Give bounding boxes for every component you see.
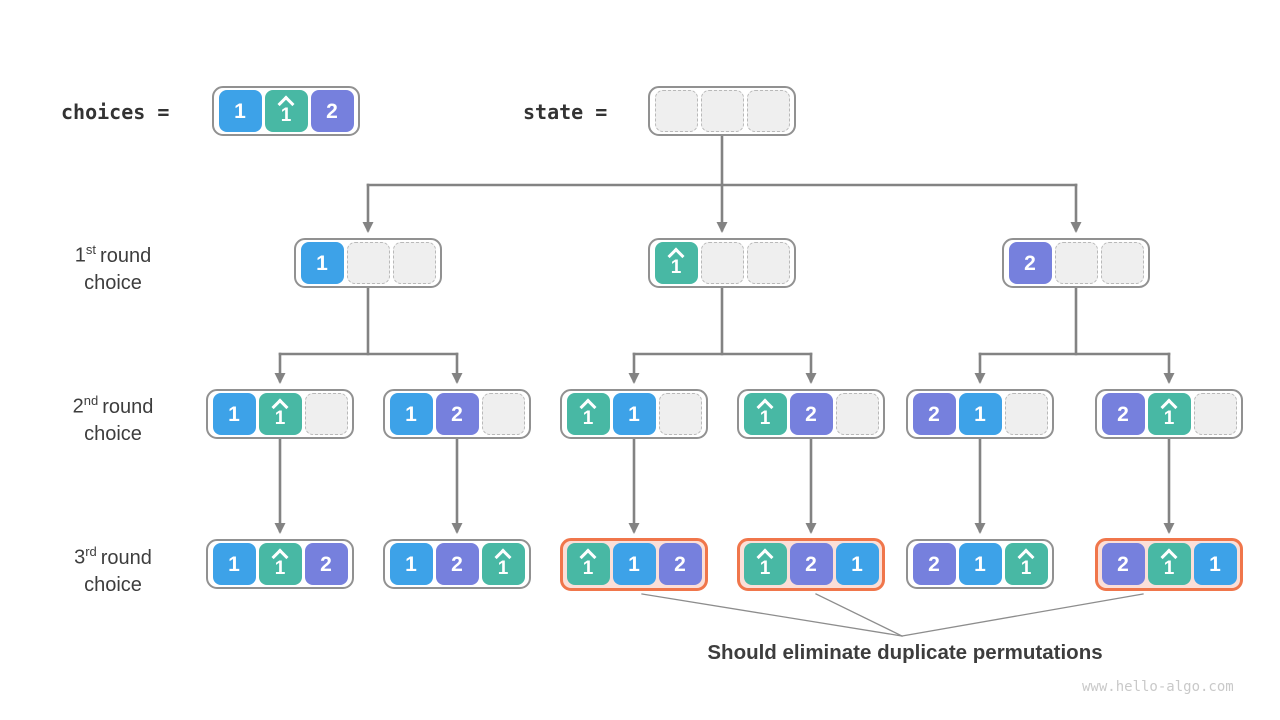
cell-1: 1: [1193, 543, 1237, 585]
cell-2: 2: [304, 543, 348, 585]
empty-slot: [746, 90, 790, 132]
empty-slot: [392, 242, 436, 284]
cell-2: 2: [789, 393, 833, 435]
cell-2: 2: [1101, 393, 1145, 435]
empty-slot: [304, 393, 348, 435]
cell-1-hat: 1: [743, 543, 787, 585]
choices-label: choices =: [61, 100, 170, 124]
empty-slot: [1100, 242, 1144, 284]
cell-1: 1: [212, 393, 256, 435]
cell-1-hat: 1: [481, 543, 525, 585]
cell-1: 1: [835, 543, 879, 585]
cell-1-hat: 1: [566, 543, 610, 585]
cell-1-hat: 1: [258, 393, 302, 435]
empty-slot: [346, 242, 390, 284]
cell-1-hat: 1: [1004, 543, 1048, 585]
cell-1-hat: 1: [743, 393, 787, 435]
state-node-round1-3: 2: [1002, 238, 1150, 288]
cell-1: 1: [958, 393, 1002, 435]
state-array-root: [648, 86, 796, 136]
cell-1: 1: [612, 543, 656, 585]
state-node-round1-2: 1: [648, 238, 796, 288]
cell-1-hat: 1: [566, 393, 610, 435]
duplicate-permutations-annotation: Should eliminate duplicate permutations: [707, 641, 1103, 664]
cell-2: 2: [435, 393, 479, 435]
cell-2: 2: [789, 543, 833, 585]
cell-1: 1: [612, 393, 656, 435]
empty-slot: [700, 242, 744, 284]
state-node-round1-1: 1: [294, 238, 442, 288]
state-label: state =: [523, 100, 608, 124]
cell-1: 1: [389, 543, 433, 585]
empty-slot: [835, 393, 879, 435]
empty-slot: [1193, 393, 1237, 435]
empty-slot: [746, 242, 790, 284]
cell-1: 1: [212, 543, 256, 585]
empty-slot: [1054, 242, 1098, 284]
cell-2: 2: [912, 393, 956, 435]
cell-1: 1: [389, 393, 433, 435]
cell-2: 2: [658, 543, 702, 585]
cell-2: 2: [912, 543, 956, 585]
cell-1: 1: [958, 543, 1002, 585]
empty-slot: [658, 393, 702, 435]
cell-1-hat: 1: [1147, 393, 1191, 435]
empty-slot: [481, 393, 525, 435]
empty-slot: [1004, 393, 1048, 435]
cell-2: 2: [1008, 242, 1052, 284]
watermark: www.hello-algo.com: [1082, 679, 1234, 695]
cell-1: 1: [218, 90, 262, 132]
cell-1-hat: 1: [258, 543, 302, 585]
empty-slot: [700, 90, 744, 132]
cell-1-hat: 1: [1147, 543, 1191, 585]
cell-2: 2: [1101, 543, 1145, 585]
cell-2: 2: [435, 543, 479, 585]
cell-1: 1: [300, 242, 344, 284]
cell-2: 2: [310, 90, 354, 132]
cell-1-hat: 1: [654, 242, 698, 284]
cell-1-hat: 1: [264, 90, 308, 132]
empty-slot: [654, 90, 698, 132]
